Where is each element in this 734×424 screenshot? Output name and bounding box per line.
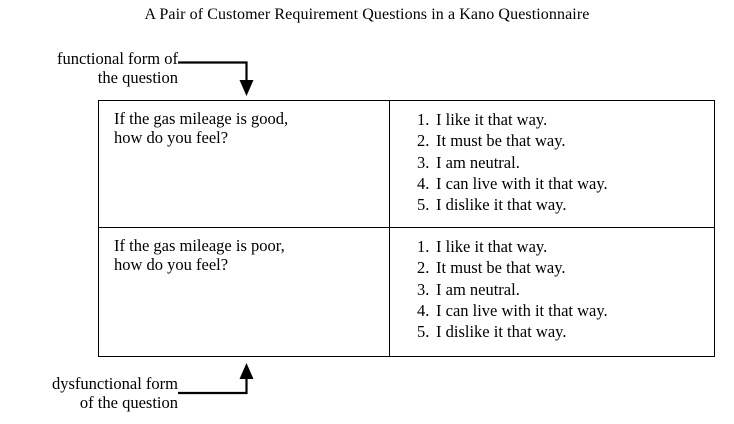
answer-text: It must be that way. (436, 258, 566, 278)
answers-cell-dysfunctional: 1. I like it that way. 2. It must be tha… (389, 227, 715, 357)
arrow-up-icon (239, 363, 254, 379)
functional-leader-line (178, 61, 254, 96)
answer-text: I dislike it that way. (436, 322, 567, 342)
answer-number: 2. (417, 131, 430, 151)
answer-number: 1. (417, 110, 430, 129)
answer-text: I am neutral. (436, 279, 520, 299)
answer-text: I can live with it that way. (436, 300, 608, 320)
kano-question-table: If the gas mileage is good, how do you f… (98, 100, 715, 357)
callout-functional-label: functional form of the question (57, 49, 178, 87)
list-item[interactable]: 4. I can live with it that way. (390, 300, 714, 321)
list-item[interactable]: 5. I dislike it that way. (390, 194, 714, 215)
answer-text: I like it that way. (436, 110, 548, 129)
question-cell-functional: If the gas mileage is good, how do you f… (98, 100, 390, 228)
answer-number: 5. (417, 322, 430, 342)
answer-number: 4. (417, 173, 430, 193)
list-item[interactable]: 2. It must be that way. (390, 130, 714, 151)
list-item[interactable]: 1. I like it that way. (390, 236, 714, 257)
arrow-down-icon (239, 80, 254, 96)
answer-list: 1. I like it that way. 2. It must be tha… (390, 228, 714, 342)
callout-dysfunctional-label: dysfunctional form of the question (51, 374, 178, 412)
list-item[interactable]: 3. I am neutral. (390, 152, 714, 173)
answer-text: I am neutral. (436, 152, 520, 172)
table-row: If the gas mileage is poor, how do you f… (98, 227, 715, 357)
answer-text: It must be that way. (436, 131, 566, 151)
answer-number: 5. (417, 195, 430, 215)
list-item[interactable]: 5. I dislike it that way. (390, 321, 714, 342)
list-item[interactable]: 4. I can live with it that way. (390, 173, 714, 194)
answer-number: 2. (417, 258, 430, 278)
list-item[interactable]: 2. It must be that way. (390, 257, 714, 278)
answer-text: I dislike it that way. (436, 195, 567, 215)
answer-number: 4. (417, 300, 430, 320)
answer-text: I like it that way. (436, 237, 548, 256)
answer-list: 1. I like it that way. 2. It must be tha… (390, 101, 714, 215)
answer-text: I can live with it that way. (436, 173, 608, 193)
question-text: If the gas mileage is good, how do you f… (114, 109, 289, 147)
list-item[interactable]: 3. I am neutral. (390, 279, 714, 300)
answer-number: 3. (417, 152, 430, 172)
answers-cell-functional: 1. I like it that way. 2. It must be tha… (389, 100, 715, 228)
question-text: If the gas mileage is poor, how do you f… (114, 236, 285, 274)
list-item[interactable]: 1. I like it that way. (390, 109, 714, 130)
table-row: If the gas mileage is good, how do you f… (98, 100, 715, 228)
figure-title: A Pair of Customer Requirement Questions… (144, 6, 590, 23)
answer-number: 1. (417, 237, 430, 256)
dysfunctional-leader-line (178, 363, 254, 395)
answer-number: 3. (417, 279, 430, 299)
question-cell-dysfunctional: If the gas mileage is poor, how do you f… (98, 227, 390, 357)
